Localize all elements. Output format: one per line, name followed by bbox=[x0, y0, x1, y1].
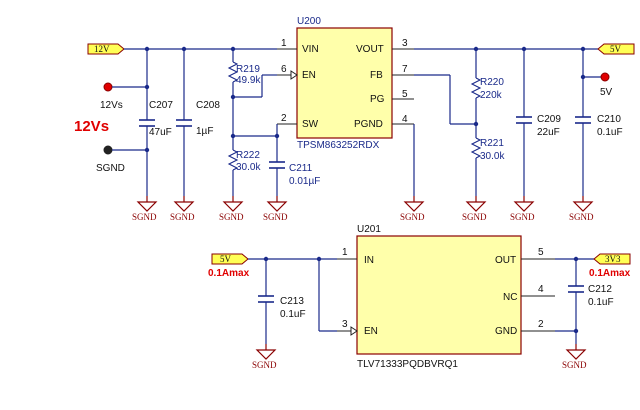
u200-pinnum-pg: 5 bbox=[402, 89, 408, 100]
net-flag-3v3 bbox=[593, 253, 631, 265]
u201-pin-in: IN bbox=[364, 255, 374, 266]
u201-ref: U201 bbox=[357, 224, 381, 235]
r221-ref: R221 bbox=[480, 138, 504, 149]
c207-ref: C207 bbox=[149, 100, 173, 111]
c207-value: 47uF bbox=[149, 127, 172, 138]
u201-pin-en: EN bbox=[364, 326, 378, 337]
u200-pinnum-vout: 3 bbox=[402, 38, 408, 49]
gnd-label-c210: SGND bbox=[569, 212, 594, 222]
u200-pin-vout: VOUT bbox=[356, 44, 384, 55]
u200-part: TPSM863252RDX bbox=[297, 140, 380, 151]
net-flag-5v-in bbox=[211, 253, 249, 265]
u200-pin-fb: FB bbox=[370, 70, 383, 81]
u200-pin-vin: VIN bbox=[302, 44, 319, 55]
c208-ref: C208 bbox=[196, 100, 220, 111]
c211-ref: C211 bbox=[289, 163, 313, 174]
testpoint-sgnd-label: SGND bbox=[96, 163, 125, 174]
u201-pinnum-gnd: 2 bbox=[538, 319, 544, 330]
u200-pinnum-vin: 1 bbox=[281, 38, 287, 49]
u200-pin-sw: SW bbox=[302, 119, 319, 130]
c212-ref: C212 bbox=[588, 284, 612, 295]
u200-pinnum-en: 6 bbox=[281, 64, 287, 75]
r219-ref: R219 bbox=[236, 64, 260, 75]
r220-value: 220k bbox=[480, 90, 503, 101]
ldo-input-current-note: 0.1Amax bbox=[208, 268, 250, 279]
c210-value: 0.1uF bbox=[597, 127, 623, 138]
gnd-label-c213: SGND bbox=[252, 360, 277, 370]
gnd-label-c212: SGND bbox=[562, 360, 587, 370]
gnd-label-c211: SGND bbox=[263, 212, 288, 222]
ldo-output-current-note: 0.1Amax bbox=[589, 268, 631, 279]
u201-pinnum-nc: 4 bbox=[538, 284, 544, 295]
u201-pinnum-out: 5 bbox=[538, 247, 544, 258]
net-flag-12v bbox=[87, 43, 125, 55]
net-label-5v-out: 5V bbox=[610, 44, 622, 54]
u200-pinnum-fb: 7 bbox=[402, 64, 408, 75]
testpoint-12vs-label: 12Vs bbox=[100, 100, 123, 111]
u201-pin-nc: NC bbox=[503, 292, 517, 303]
r222-ref: R222 bbox=[236, 150, 260, 161]
u200-pin-pgnd: PGND bbox=[354, 119, 383, 130]
r219-value: 49.9k bbox=[236, 75, 261, 86]
c213-ref: C213 bbox=[280, 296, 304, 307]
u201-pinnum-en: 3 bbox=[342, 319, 348, 330]
c211-value: 0.01µF bbox=[289, 176, 320, 187]
testpoint-12vs bbox=[103, 82, 113, 92]
gnd-label-r221: SGND bbox=[462, 212, 487, 222]
u200-pinnum-pgnd: 4 bbox=[402, 114, 408, 125]
gnd-label-c209: SGND bbox=[510, 212, 535, 222]
u201-part: TLV71333PQDBVRQ1 bbox=[357, 359, 458, 370]
r222-value: 30.0k bbox=[236, 162, 261, 173]
u201-pin-out: OUT bbox=[495, 255, 516, 266]
testpoint-sgnd bbox=[103, 145, 113, 155]
u200-body bbox=[296, 27, 393, 139]
u200-pin-pg: PG bbox=[370, 94, 385, 105]
gnd-label-pgnd: SGND bbox=[400, 212, 425, 222]
net-label-3v3: 3V3 bbox=[605, 254, 621, 264]
big-12vs-label: 12Vs bbox=[74, 118, 109, 135]
c209-value: 22uF bbox=[537, 127, 560, 138]
c213-value: 0.1uF bbox=[280, 309, 306, 320]
r220-ref: R220 bbox=[480, 77, 504, 88]
c212-value: 0.1uF bbox=[588, 297, 614, 308]
u201-pinnum-in: 1 bbox=[342, 247, 348, 258]
gnd-label-r222: SGND bbox=[219, 212, 244, 222]
u201-body bbox=[356, 235, 522, 355]
u200-ref: U200 bbox=[297, 16, 321, 27]
net-label-5v-in: 5V bbox=[220, 254, 232, 264]
testpoint-5v bbox=[600, 72, 610, 82]
net-flag-5v-out bbox=[597, 43, 635, 55]
gnd-label-c208: SGND bbox=[170, 212, 195, 222]
u200-pin-en: EN bbox=[302, 70, 316, 81]
u200-pinnum-sw: 2 bbox=[281, 113, 287, 124]
c210-ref: C210 bbox=[597, 114, 621, 125]
r221-value: 30.0k bbox=[480, 151, 505, 162]
u201-pin-gnd: GND bbox=[495, 326, 517, 337]
c209-ref: C209 bbox=[537, 114, 561, 125]
testpoint-5v-label: 5V bbox=[600, 87, 613, 98]
c208-value: 1µF bbox=[196, 126, 213, 137]
net-label-12v: 12V bbox=[94, 44, 110, 54]
gnd-label-c207: SGND bbox=[132, 212, 157, 222]
